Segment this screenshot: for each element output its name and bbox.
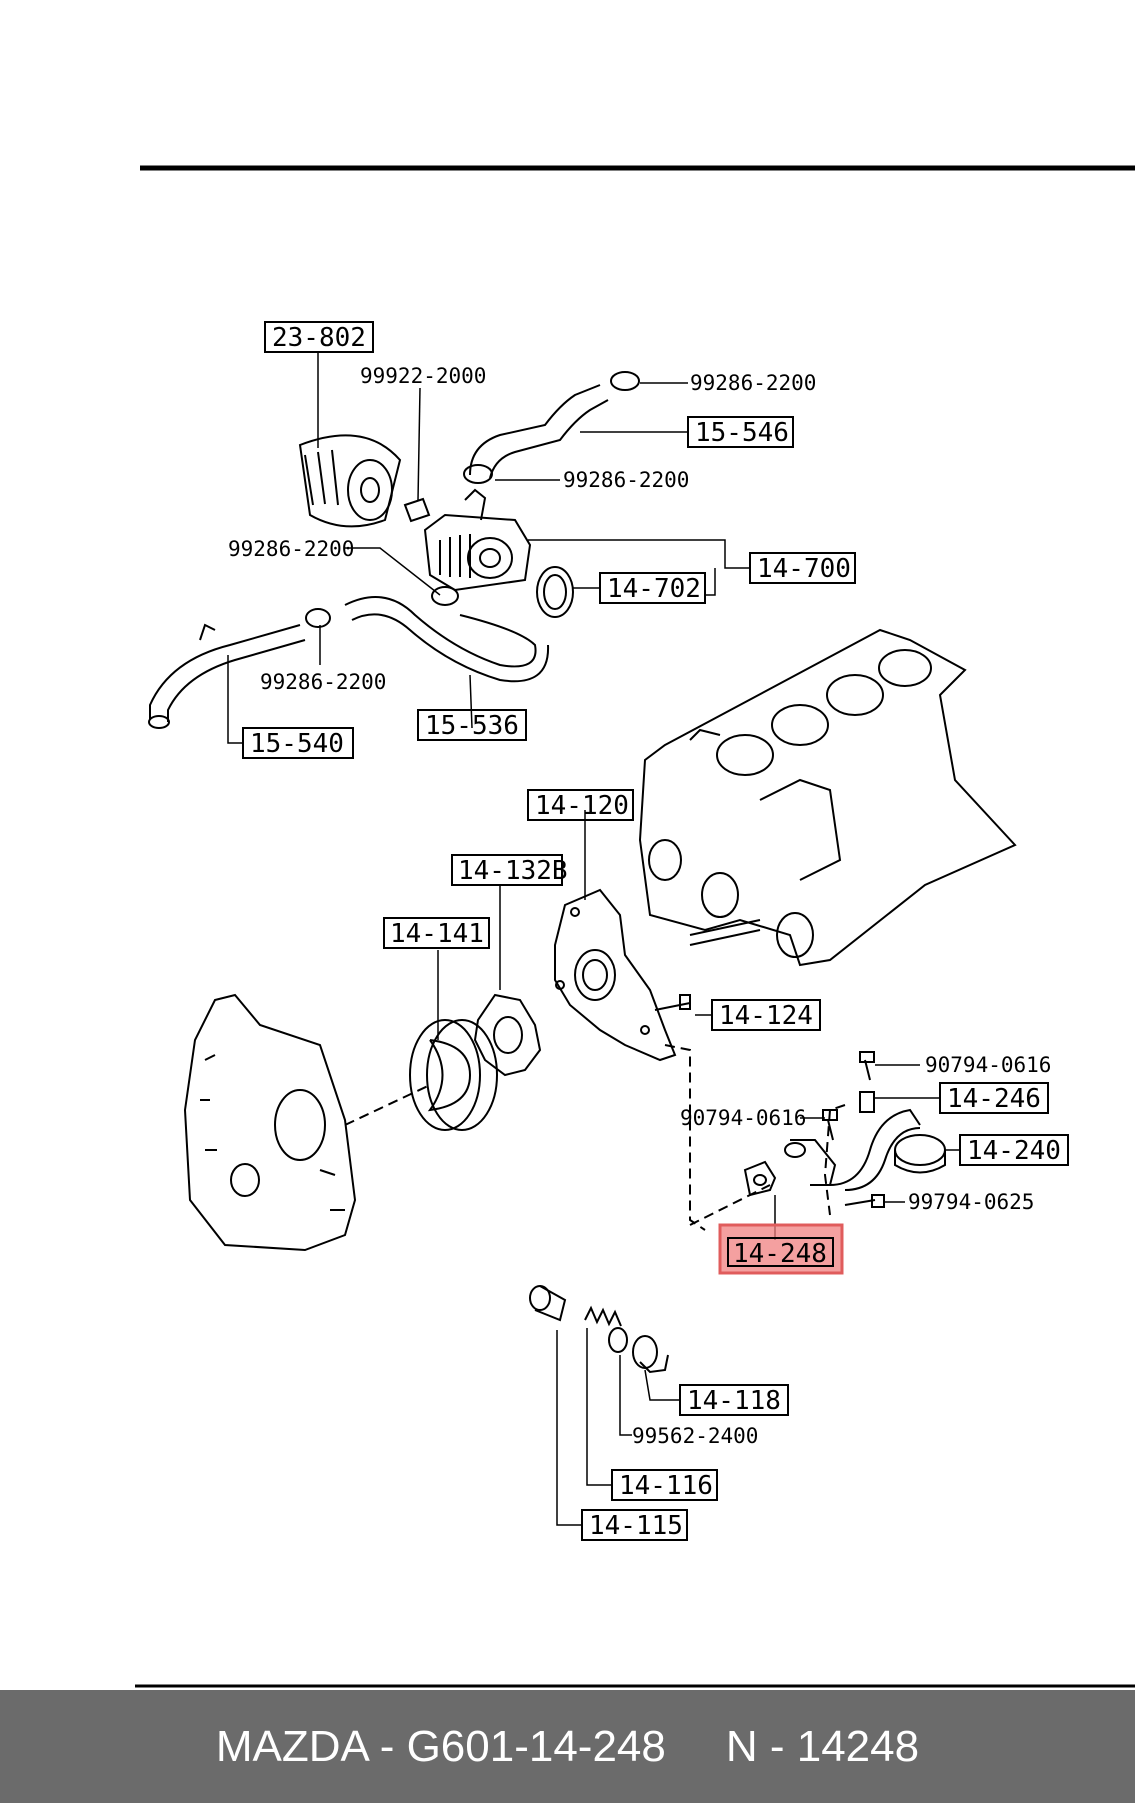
pump-screw-drawing — [654, 994, 691, 1011]
footer-part-number: MAZDA - G601-14-248 — [215, 1721, 666, 1771]
assembly-dash-3 — [689, 1184, 771, 1226]
engine-block-drawing — [638, 628, 1017, 967]
label-14-132b: 14-132B — [458, 856, 568, 886]
label-15-546: 15-546 — [695, 418, 789, 448]
inner-rotor-drawing — [473, 993, 542, 1077]
label-14-115: 14-115 — [589, 1511, 683, 1541]
clamp-drawings — [305, 371, 640, 628]
cooler-gasket-drawing — [536, 566, 574, 618]
footer-reference: N - 14248 — [725, 1721, 920, 1771]
oil-strainer-drawing — [784, 1108, 946, 1191]
assembly-dash-1 — [344, 1084, 431, 1126]
strainer-gasket-drawing — [743, 1160, 777, 1197]
label-14-116: 14-116 — [619, 1471, 713, 1501]
label-90794-0616-a: 90794-0616 — [925, 1053, 1051, 1077]
label-99286-2200-d: 99286-2200 — [260, 670, 386, 694]
assembly-dash-4 — [823, 1104, 846, 1216]
label-14-248: 14-248 — [733, 1239, 827, 1269]
label-14-120: 14-120 — [535, 791, 629, 821]
pipe-15-540-drawing — [148, 623, 306, 729]
label-14-124: 14-124 — [719, 1001, 813, 1031]
label-99922-2000: 99922-2000 — [360, 364, 486, 388]
label-15-536: 15-536 — [425, 711, 519, 741]
label-99794-0625: 99794-0625 — [908, 1190, 1034, 1214]
label-14-240: 14-240 — [967, 1136, 1061, 1166]
relief-valve-drawing — [529, 1285, 669, 1374]
hose-15-546-drawing — [469, 384, 609, 479]
nipple-drawing — [403, 497, 431, 523]
label-99286-2200-a: 99286-2200 — [690, 371, 816, 395]
leader-lines — [227, 352, 960, 1526]
label-23-802: 23-802 — [272, 323, 366, 353]
bolts-drawing — [822, 1051, 885, 1208]
label-14-141: 14-141 — [390, 919, 484, 949]
label-14-700: 14-700 — [757, 554, 851, 584]
label-15-540: 15-540 — [250, 729, 344, 759]
parts-diagram: 23-802 99922-2000 99286-2200 15-546 9928… — [135, 165, 1135, 1688]
part-number-footer: MAZDA - G601-14-248 N - 14248 — [0, 1690, 1135, 1803]
label-14-118: 14-118 — [687, 1386, 781, 1416]
label-14-246: 14-246 — [947, 1084, 1041, 1114]
oil-pump-body-drawing — [554, 888, 677, 1062]
label-14-702: 14-702 — [607, 574, 701, 604]
hose-15-536-drawing — [344, 596, 550, 683]
oil-filter-drawing — [298, 434, 402, 528]
timing-cover-drawing — [183, 993, 357, 1252]
label-99562-2400: 99562-2400 — [632, 1424, 758, 1448]
label-99286-2200-c: 99286-2200 — [228, 537, 354, 561]
assembly-dash-2 — [664, 1044, 706, 1231]
label-99286-2200-b: 99286-2200 — [563, 468, 689, 492]
outer-rotor-drawing — [409, 1019, 498, 1131]
oil-cooler-drawing — [423, 488, 532, 592]
strainer-bracket-drawing — [859, 1091, 875, 1113]
label-90794-0616-b: 90794-0616 — [680, 1106, 806, 1130]
